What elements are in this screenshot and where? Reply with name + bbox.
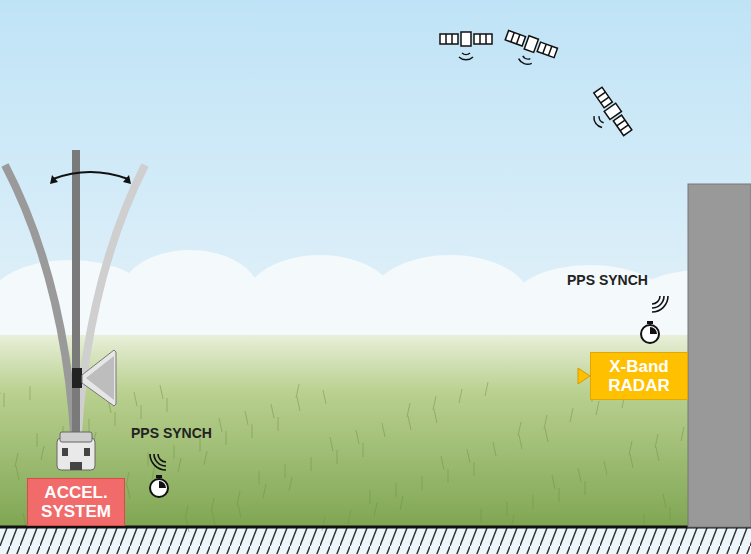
- grass-blade: [681, 427, 684, 441]
- grass-blade: [374, 503, 377, 517]
- grass-blade: [356, 430, 359, 444]
- grass-blade: [552, 475, 555, 489]
- grass-blade: [134, 392, 137, 406]
- grass-blade: [655, 434, 658, 448]
- grass-blade: [296, 384, 299, 398]
- satellite: [440, 32, 492, 60]
- grass-blade: [656, 447, 659, 461]
- grass-blade: [174, 445, 175, 459]
- grass-blade: [670, 507, 671, 521]
- grass-blade: [441, 456, 444, 470]
- grass-blade: [252, 424, 253, 438]
- grass-blade: [578, 468, 581, 482]
- grass-blade: [330, 437, 333, 451]
- sync-label: PPS SYNCH: [131, 425, 212, 441]
- grass-blade: [407, 403, 410, 417]
- grass-blade: [15, 453, 18, 467]
- grass-blade: [422, 476, 423, 490]
- grass-blade: [152, 465, 155, 479]
- grass-blade: [396, 483, 397, 497]
- grass-blade: [544, 415, 547, 429]
- grass-blade: [663, 494, 666, 508]
- grass-blade: [585, 481, 586, 495]
- grass-blade: [559, 488, 560, 502]
- grass-blade: [126, 472, 129, 486]
- grass-blade: [518, 422, 521, 436]
- grass-blade: [167, 398, 168, 412]
- grass-blade: [30, 386, 31, 400]
- grass-blade: [629, 441, 632, 455]
- grass-blade: [148, 452, 149, 466]
- grass-blade: [259, 471, 260, 485]
- grass-blade: [596, 401, 599, 415]
- grass-blade: [323, 390, 326, 404]
- grass-blade: [245, 411, 248, 425]
- grass-blade: [212, 511, 215, 525]
- grass-blade: [141, 405, 142, 419]
- grass-blade: [311, 457, 312, 471]
- grass-blade: [604, 461, 607, 475]
- grass-blade: [211, 498, 214, 512]
- grass-blade: [630, 454, 633, 468]
- grass-blade: [348, 510, 351, 524]
- grass-blade: [16, 466, 19, 480]
- grass-blade: [4, 393, 5, 407]
- grass-blade: [23, 513, 26, 527]
- grass-blade: [545, 428, 548, 442]
- grass-blade: [41, 446, 44, 460]
- grass-blade: [89, 419, 90, 433]
- grass-blade: [481, 509, 482, 523]
- grass-blade: [297, 397, 300, 411]
- grass-blade: [382, 423, 385, 437]
- grass-blade: [185, 505, 188, 519]
- grass-blade: [115, 412, 116, 426]
- grass-blade: [237, 491, 240, 505]
- grass-blade: [219, 418, 222, 432]
- grass-blade: [467, 449, 470, 463]
- grass-blade: [37, 433, 38, 447]
- grass-blade: [474, 462, 475, 476]
- grass-blade: [289, 477, 292, 491]
- grass-blade: [278, 417, 279, 431]
- grass-blade: [204, 451, 207, 465]
- grass-blade: [448, 469, 449, 483]
- grass-blade: [263, 484, 266, 498]
- grass-blade: [433, 396, 436, 410]
- system-box: ACCEL. SYSTEM: [27, 478, 125, 526]
- grass-blade: [459, 389, 462, 403]
- grass-blade: [434, 409, 437, 423]
- grass-blade: [363, 443, 364, 457]
- grass-blade: [226, 431, 227, 445]
- satellite: [500, 29, 558, 73]
- grass-blade: [485, 382, 488, 396]
- grass-blade: [408, 416, 411, 430]
- grass-blade: [370, 490, 371, 504]
- satellite: [581, 86, 634, 145]
- grass-blade: [507, 502, 508, 516]
- box-label: ACCEL. SYSTEM: [28, 483, 124, 521]
- grass-blade: [570, 408, 573, 422]
- grass-blade: [493, 442, 496, 456]
- sync-label: PPS SYNCH: [567, 272, 648, 288]
- grass-blade: [127, 485, 130, 499]
- grass-blade: [238, 504, 241, 518]
- grass-blade: [178, 458, 181, 472]
- grass-blade: [285, 464, 286, 478]
- grass-blade: [271, 404, 274, 418]
- system-box: X-Band RADAR: [590, 352, 688, 400]
- box-label: X-Band RADAR: [591, 357, 687, 395]
- grass-blade: [337, 450, 338, 464]
- grass-blade: [160, 385, 163, 399]
- grass-blade: [533, 495, 534, 509]
- grass-blade: [400, 496, 403, 510]
- grass-blade: [519, 435, 522, 449]
